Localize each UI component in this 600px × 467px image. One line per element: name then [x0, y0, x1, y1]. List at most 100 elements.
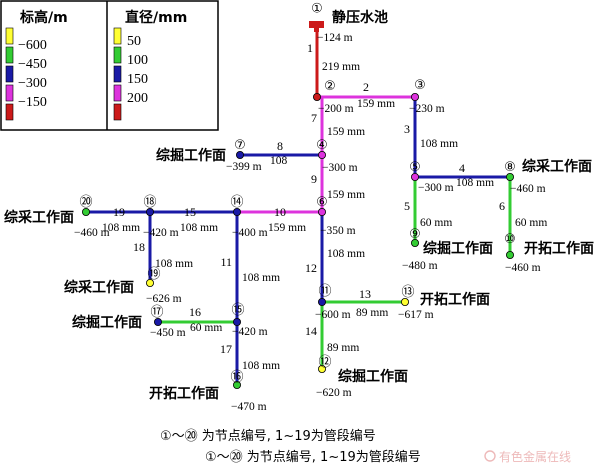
pipe-diameter-label: 108 mm	[327, 248, 365, 260]
node-name-label: 开拓工作面	[524, 240, 594, 257]
node-name-label: 综掘工作面	[338, 368, 408, 385]
node-marker-10	[505, 250, 514, 259]
pipe-diameter-label: 108 mm	[180, 222, 218, 234]
pipe-number-label: 9	[311, 172, 317, 186]
node-name-label: 综采工作面	[64, 279, 134, 296]
node-elevation-label: −124 m	[317, 32, 353, 44]
pipe-diameter-label: 108	[270, 155, 288, 167]
pipe-number-label: 17	[220, 342, 232, 356]
node-name-label: 综采工作面	[4, 209, 74, 226]
node-marker-19	[145, 278, 154, 287]
node-number-label: ⑲	[147, 267, 160, 282]
node-marker-3	[410, 93, 419, 102]
node-number-label: ⑯	[230, 370, 243, 385]
pipe-diameter-label: 159 mm	[357, 98, 395, 110]
pipe-number-label: 13	[359, 287, 371, 301]
legend-elevation-title: 标高/m	[19, 9, 68, 26]
node-name-label: 综掘工作面	[423, 240, 493, 257]
node-elevation-label: −470 m	[231, 401, 267, 413]
elevation-label-2: −450	[18, 57, 47, 72]
node-number-label: ②	[324, 79, 336, 94]
elevation-bar-3	[5, 65, 14, 83]
node-number-label: ⑰	[150, 305, 163, 320]
node-number-label: ①	[311, 2, 323, 17]
pipe-number-label: 4	[459, 161, 465, 175]
node-name-label: 综掘工作面	[156, 147, 226, 164]
node-elevation-label: −460 m	[510, 183, 546, 195]
legend-frame	[0, 0, 219, 131]
pipe-number-label: 11	[220, 255, 232, 269]
node-name-label: 综掘工作面	[72, 314, 142, 331]
node-name-label: 开拓工作面	[420, 291, 490, 308]
node-marker-17	[153, 317, 162, 326]
pipe-diameter-label: 159 mm	[327, 189, 365, 201]
pipe-diameter-label: 108 mm	[242, 272, 280, 284]
diameter-label-1: 50	[127, 34, 141, 49]
diameter-label-2: 100	[127, 53, 148, 68]
node-marker-12	[317, 364, 326, 373]
pipe-number-label: 14	[305, 324, 317, 338]
node-elevation-label: −200 m	[318, 103, 354, 115]
node-elevation-label: −600 m	[315, 309, 351, 321]
node-elevation-label: −626 m	[146, 293, 182, 305]
node-number-label: ⑫	[318, 355, 331, 370]
elevation-bar-4	[5, 84, 14, 102]
node-elevation-label: −620 m	[316, 387, 352, 399]
pipe-diameter-label: 60 mm	[515, 217, 547, 229]
pipe-diameter-label: 108 mm	[155, 258, 193, 270]
reservoir-icon	[309, 21, 324, 32]
node-elevation-label: −420 m	[232, 326, 268, 338]
node-elevation-label: −460 m	[505, 262, 541, 274]
pipe-diameter-label: 89 mm	[327, 342, 359, 354]
diameter-bar-2	[113, 46, 122, 64]
pipe-number-label: 12	[305, 261, 317, 275]
pipe-number-label: 2	[363, 80, 369, 94]
diameter-bar-5	[113, 103, 122, 121]
node-elevation-label: −399 m	[226, 161, 262, 173]
elevation-label-1: −600	[18, 38, 47, 53]
watermark-logo-icon	[484, 450, 496, 462]
node-number-label: ⑳	[79, 195, 92, 210]
pipe-number-label: 8	[277, 139, 283, 153]
node-number-label: ⑧	[504, 160, 516, 175]
legend: 标高/m −600 −450 −300 −150 直径/mm 50 100 15…	[0, 0, 219, 131]
node-elevation-label: −400 m	[232, 227, 268, 239]
pipe-diameter-label: 60 mm	[190, 322, 222, 334]
node-elevation-label: −300 m	[418, 182, 454, 194]
pipe-diameter-label: 108 mm	[102, 222, 140, 234]
node-number-label: ⑦	[234, 138, 246, 153]
node-number-label: ③	[414, 78, 426, 93]
pipe-diameter-label: 108 mm	[456, 177, 494, 189]
node-elevation-label: −420 m	[143, 227, 179, 239]
node-number-label: ⑮	[231, 303, 244, 318]
pipe-number-label: 1	[307, 41, 313, 55]
node-marker-9	[410, 238, 419, 247]
node-marker-6	[317, 207, 326, 216]
elevation-bar-5	[5, 103, 14, 121]
node-marker-11	[317, 297, 326, 306]
node-marker-14	[232, 207, 241, 216]
elevation-label-4: −150	[18, 95, 47, 110]
node-marker-13	[400, 297, 409, 306]
node-name-label: 综采工作面	[522, 158, 592, 175]
pipe-diameter-label: 108 mm	[242, 360, 280, 372]
node-marker-20	[82, 207, 91, 216]
node-elevation-label: −617 m	[398, 309, 434, 321]
pipe-diameter-label: 60 mm	[420, 217, 452, 229]
pipe-number-label: 16	[189, 305, 201, 319]
node-number-label: ⑤	[409, 160, 421, 175]
pipe-diameter-label: 159 mm	[327, 126, 365, 138]
diameter-bar-4	[113, 84, 122, 102]
pipe-number-label: 19	[113, 205, 125, 219]
pipe-number-label: 7	[311, 111, 317, 125]
watermark-text: 有色金属在线	[499, 449, 571, 464]
pipe-number-label: 6	[499, 199, 505, 213]
node-marker-7	[235, 150, 244, 159]
node-marker-16	[232, 380, 241, 389]
nodes-layer	[82, 93, 514, 389]
node-marker-8	[505, 172, 514, 181]
pipe-number-label: 3	[404, 122, 410, 136]
pipe-number-label: 15	[184, 205, 196, 219]
